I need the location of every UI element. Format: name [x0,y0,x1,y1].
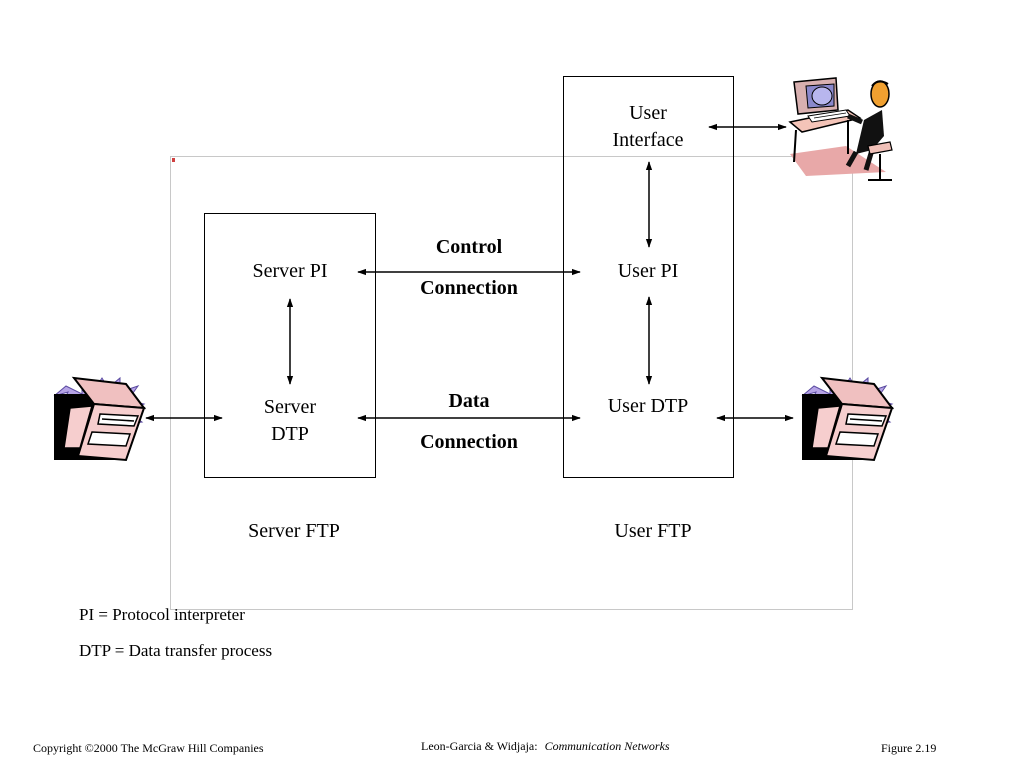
server-ftp-box [204,213,376,478]
control-connection-label-line1: Control [435,236,503,258]
legend-dtp: DTP = Data transfer process [79,641,273,660]
data-connection-label-line2: Connection [420,431,518,453]
person-at-computer-icon [788,77,893,181]
user-interface-line2: Interface [612,129,684,151]
frame-tag-icon [172,158,175,162]
legend-pi: PI = Protocol interpreter [79,605,245,624]
server-dtp-label: Server DTP [230,394,350,448]
user-dtp-label: User DTP [607,395,689,417]
control-connection-label-line2: Connection [420,277,518,299]
footer-copyright: Copyright ©2000 The McGraw Hill Companie… [33,741,264,755]
user-ftp-caption: User FTP [614,520,692,542]
user-interface-label: User Interface [588,100,708,154]
data-connection-label-line1: Data [448,390,490,412]
footer-authors-names: Leon-Garcia & Widjaja: [421,739,538,753]
file-cabinet-icon [53,376,147,462]
footer-book-title: Communication Networks [544,739,670,753]
footer-authors: Leon-Garcia & Widjaja: Communication Net… [421,739,670,754]
server-dtp-line2: DTP [271,423,309,445]
user-interface-line1: User [629,102,667,124]
file-cabinet-icon [801,376,895,462]
server-pi-label: Server PI [252,260,328,282]
user-ftp-box [563,76,734,478]
footer-figure-number: Figure 2.19 [881,741,937,755]
server-ftp-caption: Server FTP [248,520,340,542]
server-dtp-line1: Server [263,396,317,418]
user-pi-label: User PI [617,260,679,282]
